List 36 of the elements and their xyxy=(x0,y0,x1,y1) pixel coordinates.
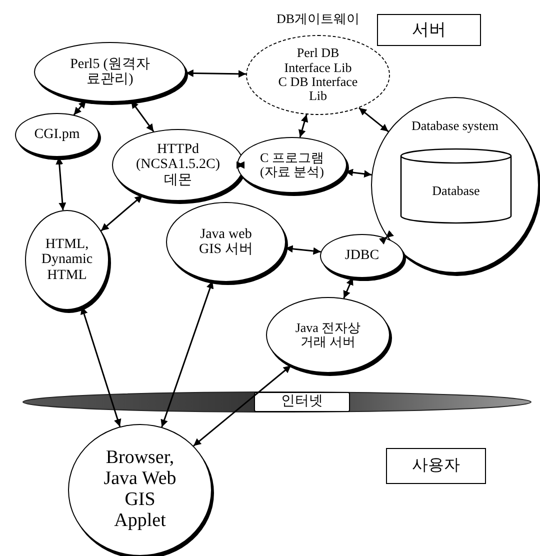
node-label: CGI.pm xyxy=(34,127,80,143)
double-arrow xyxy=(298,114,308,138)
node-label: C DB Interface Lib xyxy=(278,75,358,104)
node-label: Perl DB Interface Lib xyxy=(283,46,353,75)
double-arrow xyxy=(80,306,122,427)
double-arrow xyxy=(343,277,354,299)
node-label: Database system xyxy=(411,118,498,134)
double-arrow xyxy=(193,364,292,446)
node-heading: DB게이트웨이 xyxy=(275,12,361,26)
label-box xyxy=(377,14,481,46)
database-cylinder xyxy=(400,148,512,224)
double-arrow xyxy=(73,100,87,116)
ellipse-node xyxy=(15,113,99,157)
node-label: 인터넷 xyxy=(281,394,323,410)
node-label: Browser, Java Web GIS Applet xyxy=(102,448,178,532)
double-arrow xyxy=(160,280,214,428)
ellipse-node xyxy=(320,234,404,278)
node-label: 서버 xyxy=(412,20,446,40)
node-label: Java 전자상거래 서버 xyxy=(294,320,362,350)
node-label: 사용자 xyxy=(412,457,460,475)
double-arrow xyxy=(236,161,244,169)
double-arrow xyxy=(345,168,372,178)
double-arrow xyxy=(186,69,246,78)
node-label: JDBC xyxy=(344,248,380,264)
double-arrow xyxy=(358,107,389,132)
double-arrow xyxy=(285,245,321,255)
internet-label-box xyxy=(254,392,350,412)
node-label: C 프로그램 (자료 분석) xyxy=(259,150,325,180)
node-label: HTTPd (NCSA1.5.2C) 데몬 xyxy=(134,142,221,188)
node-label: Database xyxy=(432,184,480,198)
double-arrow xyxy=(378,230,394,244)
label-box xyxy=(386,448,486,484)
node-label: Perl5 (원격자료관리) xyxy=(69,56,151,88)
node-label: Java web GIS 서버 xyxy=(198,226,254,258)
node-label: HTML, Dynamic HTML xyxy=(40,236,94,284)
double-arrow xyxy=(100,194,143,232)
